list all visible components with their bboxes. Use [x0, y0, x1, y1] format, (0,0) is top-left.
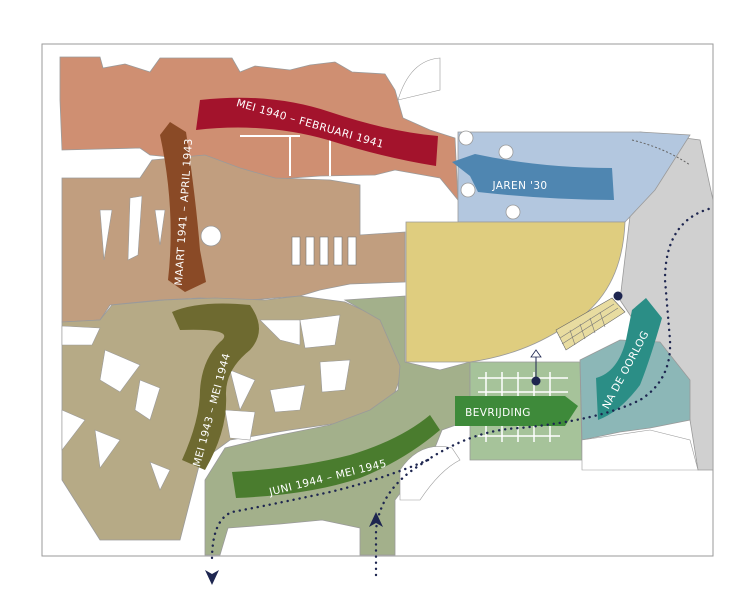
staircase — [555, 297, 626, 351]
wall-voids — [61, 57, 699, 501]
marker-dot-stairs — [613, 291, 623, 301]
banner-label-bevrijding: BEVRIJDING — [465, 407, 531, 419]
columns — [200, 130, 521, 247]
up-arrow-icon — [530, 349, 542, 358]
banner-juni-1944 — [232, 415, 440, 498]
banner-na-de-oorlog — [596, 298, 662, 420]
wall-arc — [631, 139, 691, 166]
marker-dot-bevrijding — [531, 376, 541, 386]
visitor-route — [374, 206, 714, 577]
banner-jaren-30 — [452, 154, 614, 200]
banner-mei-1943 — [172, 303, 259, 470]
banner-mei-1940 — [196, 97, 438, 166]
banner-maart-1941 — [160, 122, 206, 292]
inner-walls — [240, 135, 331, 176]
seating — [291, 236, 357, 266]
entrance-arrow-icon — [369, 512, 383, 527]
banner-bevrijding — [455, 396, 578, 426]
exit-arrow-icon — [205, 570, 219, 585]
visitor-route-exit — [210, 458, 430, 562]
banner-label-jaren-30: JAREN '30 — [491, 180, 547, 192]
